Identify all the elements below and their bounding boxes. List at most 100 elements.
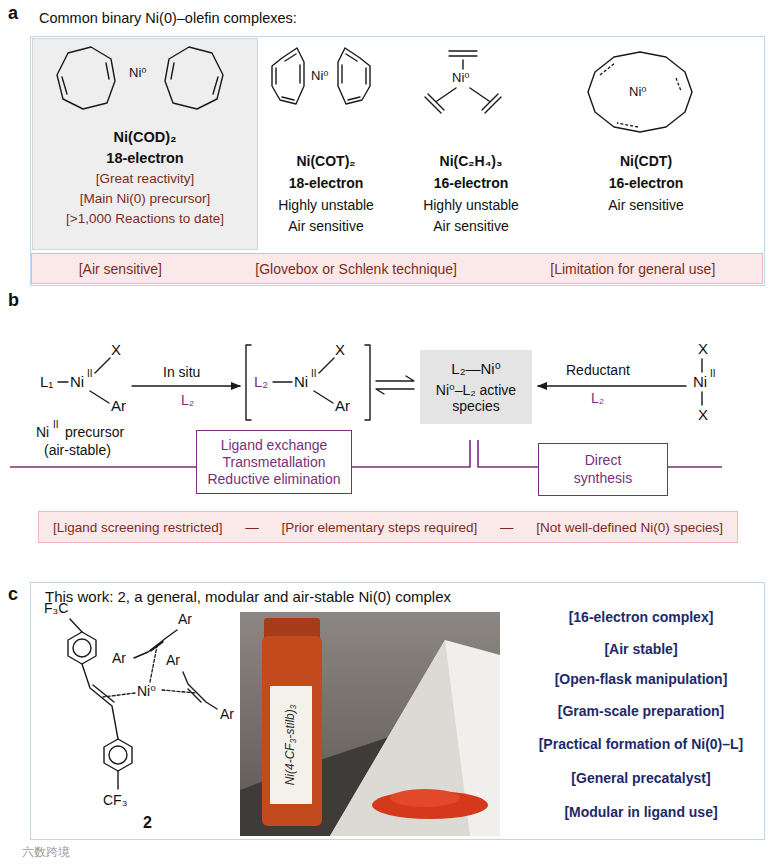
reaction-arrow: [538, 385, 686, 386]
box-text: [>1,000 Reactions to date]: [33, 211, 257, 226]
box-text: [Gram-scale preparation]: [558, 703, 725, 719]
atom-label: Ar: [178, 611, 192, 627]
box-text: Highly unstable: [423, 197, 519, 213]
box-text: Transmetallation: [201, 454, 347, 471]
cot-structure: [272, 48, 304, 104]
box-text: 18-electron: [33, 150, 257, 166]
box-text: [Open-flask manipulation]: [555, 671, 728, 687]
box-text: L₂—Ni⁰: [426, 360, 526, 378]
cot-structure: [272, 48, 370, 104]
cdt-structure: [588, 52, 692, 132]
panel-letter: a: [8, 3, 18, 24]
sample-photo: [330, 640, 500, 836]
box-text: —: [500, 520, 514, 535]
atom-label: F₃C: [44, 600, 68, 616]
box-text: 16-electron: [609, 175, 684, 191]
box-text: Ni(CDT): [620, 153, 672, 169]
cdt-structure: [600, 63, 681, 127]
atom-label: Ni: [294, 373, 308, 390]
box-text: [Modular in ligand use]: [564, 804, 717, 820]
atom-label: Ar: [112, 650, 126, 666]
ethylene-structure: [449, 51, 477, 69]
box-text: [General precatalyst]: [571, 770, 710, 786]
atom-label: Ar: [335, 397, 350, 414]
atom-label: CF₃: [103, 792, 127, 808]
box-text: 16-electron: [434, 175, 509, 191]
ligand-label: L₂: [181, 392, 194, 408]
box-text: —: [245, 520, 259, 535]
box-text: Ni(COD)₂: [33, 129, 257, 145]
oxidation-state: II: [87, 368, 93, 380]
equilibrium-arrow: [376, 389, 414, 394]
panel-box: This work: 2, a general, modular and air…: [30, 582, 765, 840]
box-text: Ni⁰–L₂ active species: [426, 382, 526, 414]
box-text: [Air stable]: [604, 641, 677, 657]
box-text: [Prior elementary steps required]: [281, 520, 477, 535]
box-text: [Limitation for general use]: [550, 261, 715, 277]
box-text: Ni(COT)₂: [296, 153, 355, 169]
box-text: Direct synthesis: [567, 452, 639, 487]
atom-label: Ni: [70, 373, 84, 390]
ligand-label: L₂: [254, 373, 268, 390]
atom-label: X: [698, 406, 708, 423]
note-band: [Air sensitive][Glovebox or Schlenk tech…: [31, 253, 763, 284]
intermediate-structure: [273, 358, 334, 403]
ethylene-structure: [425, 51, 501, 113]
panel-heading: Common binary Ni(0)–olefin complexes:: [39, 10, 297, 26]
precursor-structure: [58, 358, 110, 403]
cod-structure: [165, 47, 223, 109]
atom-label: Ni: [693, 373, 707, 390]
oxidation-state: II: [53, 419, 59, 431]
box-text: Reductive elimination: [201, 471, 347, 488]
cot-structure: [276, 54, 300, 100]
complex-structure: [183, 672, 217, 709]
atom-label: Ni: [36, 424, 49, 440]
box-text: [Not well-defined Ni(0) species]: [536, 520, 723, 535]
box-text: [16-electron complex]: [569, 609, 714, 625]
intermediate-structure: [365, 345, 370, 420]
cod-structure: [57, 47, 115, 109]
method-box: Direct synthesis: [538, 443, 668, 496]
reaction-arrow: [132, 385, 686, 386]
oxidation-state: II: [311, 368, 317, 380]
cdt-structure: [588, 52, 692, 132]
complex-structure: [109, 746, 127, 764]
vial-label: Ni(4-CF₃-stilb)₃: [284, 695, 298, 795]
intermediate-structure: [246, 345, 251, 420]
box-text: Highly unstable: [278, 197, 374, 213]
atom-label: X: [111, 341, 121, 358]
atom-label: Ni⁰: [137, 683, 156, 699]
atom-label: Ar: [111, 397, 126, 414]
oxidation-state: II: [710, 368, 716, 380]
complex-structure: [70, 619, 118, 789]
reaction-arrow: [132, 385, 240, 386]
sample-photo: [270, 686, 312, 804]
cod-structure: [171, 63, 218, 94]
box-text: Ni(C₂H₄)₃: [440, 153, 503, 169]
sample-photo: [390, 789, 460, 807]
atom-label: Ni⁰: [452, 71, 470, 86]
panel-heading: This work: 2, a general, modular and air…: [45, 588, 451, 605]
atom-label: Ni⁰: [629, 85, 647, 100]
note-band: [Ligand screening restricted]—[Prior ele…: [38, 511, 738, 543]
atom-label: X: [698, 340, 708, 357]
complex-structure: [104, 739, 132, 771]
atom-label: Ar: [166, 652, 180, 668]
box-text: Air sensitive: [288, 218, 363, 234]
watermark: 六数跨境: [22, 846, 70, 860]
complex-structure: [68, 619, 217, 789]
caption-text: precursor: [65, 424, 124, 440]
box-text: [Practical formation of Ni(0)–L]: [539, 736, 744, 752]
box-text: [Main Ni(0) precursor]: [33, 191, 257, 206]
arrow-label: In situ: [163, 364, 200, 380]
ethylene-structure: [470, 88, 501, 113]
complex-structure: [68, 632, 96, 664]
equilibrium-arrow: [376, 376, 414, 381]
sample-photo: [240, 612, 500, 836]
atom-label: Ni⁰: [129, 66, 147, 81]
complex-structure: [73, 639, 91, 657]
equilibrium-arrow: [376, 376, 414, 394]
atom-label: L₁: [40, 373, 53, 390]
sample-photo: [262, 636, 322, 826]
